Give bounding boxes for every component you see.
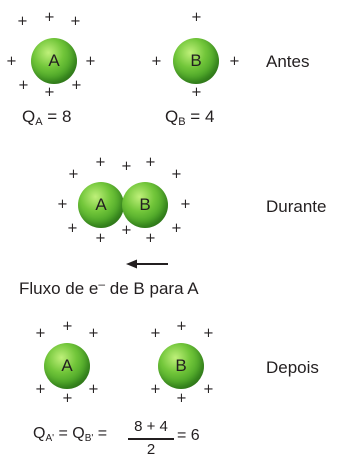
plus-sign: + (191, 85, 202, 100)
sphere-b: B (173, 38, 219, 84)
charge-symbol: Q (165, 107, 179, 126)
plus-sign: + (67, 221, 78, 236)
charge-symbol: Q (22, 107, 36, 126)
plus-sign: + (121, 159, 132, 174)
plus-sign: + (145, 231, 156, 246)
stage-after: A + + + + + + B + + + + + + Depois QA' =… (0, 315, 340, 468)
plus-sign: + (70, 14, 81, 29)
plus-sign: + (85, 54, 96, 69)
plus-sign: + (171, 167, 182, 182)
fraction-bar (128, 438, 174, 440)
plus-sign: + (150, 382, 161, 397)
electron-flow-arrow (126, 259, 168, 269)
plus-sign: + (151, 54, 162, 69)
fraction-denominator: 2 (146, 441, 156, 458)
sphere-b-label: B (190, 51, 202, 70)
plus-sign: + (35, 326, 46, 341)
plus-sign: + (62, 319, 73, 334)
charge-subscript: A' (45, 433, 55, 444)
sphere-a: A (78, 182, 124, 228)
final-result: = 6 (177, 427, 200, 444)
plus-sign: + (191, 10, 202, 25)
plus-sign: + (176, 391, 187, 406)
plus-sign: + (17, 14, 28, 29)
stage-before: A + + + + + + + + B + + + + Antes QA = 8… (0, 0, 340, 128)
plus-sign: + (229, 54, 240, 69)
stage-label-after: Depois (266, 358, 319, 377)
plus-sign: + (176, 319, 187, 334)
plus-sign: + (44, 10, 55, 25)
plus-sign: + (18, 78, 29, 93)
plus-sign: + (203, 382, 214, 397)
charge-subscript: B' (84, 433, 94, 444)
charge-subscript: A (35, 116, 43, 128)
charge-symbol: Q (72, 425, 85, 442)
equals-sign: = (54, 425, 73, 442)
flux-suffix: de B para A (105, 279, 199, 298)
plus-sign: + (44, 85, 55, 100)
charge-value: = 4 (185, 107, 215, 126)
sphere-a-label: A (48, 51, 60, 70)
electron-flow-caption: Fluxo de e– de B para A (19, 277, 199, 299)
plus-sign: + (150, 326, 161, 341)
plus-sign: + (95, 155, 106, 170)
plus-sign: + (57, 197, 68, 212)
stage-during: A B + + + + + + + + + + + + Durante Flux… (0, 150, 340, 300)
charge-value: = 8 (42, 107, 72, 126)
stage-label-before: Antes (266, 52, 310, 71)
flux-prefix: Fluxo de e (19, 279, 99, 298)
plus-sign: + (68, 167, 79, 182)
stage-label-during: Durante (266, 197, 327, 216)
sphere-a-label: A (95, 195, 107, 214)
charge-subscript: B (178, 116, 186, 128)
sphere-a: A (44, 343, 90, 389)
plus-sign: + (95, 231, 106, 246)
sphere-b-label: B (175, 356, 187, 375)
flux-electron-sign: – (98, 277, 106, 291)
plus-sign: + (180, 197, 191, 212)
plus-sign: + (35, 382, 46, 397)
sphere-b-label: B (139, 195, 151, 214)
plus-sign: + (121, 223, 132, 238)
plus-sign: + (145, 155, 156, 170)
plus-sign: + (171, 221, 182, 236)
sphere-a-label: A (61, 356, 73, 375)
charge-symbol: Q (33, 425, 46, 442)
plus-sign: + (71, 78, 82, 93)
plus-sign: + (6, 54, 17, 69)
sphere-a: A (31, 38, 77, 84)
plus-sign: + (62, 391, 73, 406)
plus-sign: + (88, 382, 99, 397)
sphere-b: B (122, 182, 168, 228)
final-charge-equation: QA' = QB' = (33, 425, 107, 444)
plus-sign: + (203, 326, 214, 341)
equals-sign: = (93, 425, 108, 442)
charge-qa-before: QA = 8 (22, 107, 71, 128)
sphere-b: B (158, 343, 204, 389)
plus-sign: + (88, 326, 99, 341)
fraction-numerator: 8 + 4 (134, 418, 168, 435)
charge-qb-before: QB = 4 (165, 107, 214, 128)
